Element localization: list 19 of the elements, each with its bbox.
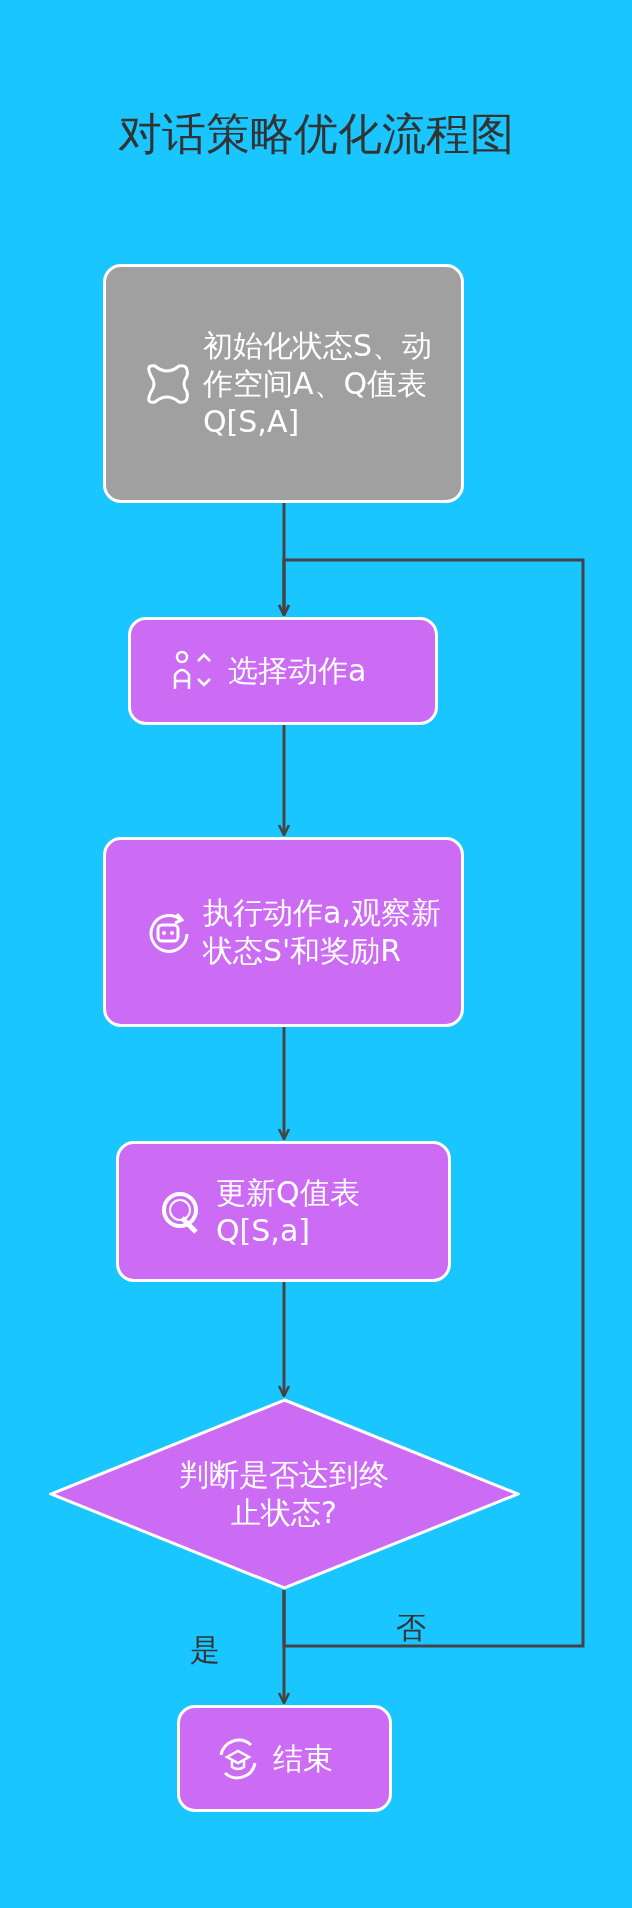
decision-diamond [49, 1398, 520, 1590]
node-text: 选择动作a [228, 652, 368, 690]
process-box [103, 837, 464, 1027]
node-text: 执行动作a,观察新状态S'和奖励R [203, 894, 442, 970]
arrow [277, 1282, 291, 1398]
arrow [277, 558, 585, 1648]
edge-label: 否 [396, 1609, 426, 1647]
node-text: 初始化状态S、动作空间A、Q值表Q[S,A] [203, 326, 434, 441]
process-box [116, 1141, 451, 1282]
node-text: 结束 [273, 1739, 334, 1778]
edge-label: 是 [190, 1631, 220, 1669]
arrow [277, 1027, 291, 1141]
process-box [103, 264, 464, 503]
process-box [128, 617, 438, 725]
node-text: 判断是否达到终止状态? [178, 1456, 390, 1532]
arrow [277, 725, 291, 837]
node-text: 更新Q值表Q[S,a] [216, 1173, 361, 1250]
process-box [177, 1705, 392, 1812]
title: 对话策略优化流程图 [117, 107, 515, 161]
